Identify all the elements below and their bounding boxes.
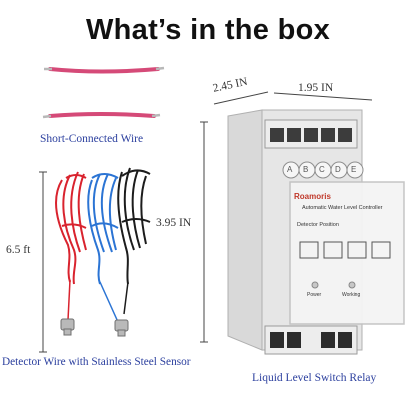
red-wire-coil [55, 171, 87, 321]
terminal-c: C [319, 165, 325, 174]
stainless-sensor-probes [60, 318, 129, 337]
power-label: Power [307, 292, 322, 298]
working-label: Working [342, 292, 361, 298]
relay-device [227, 109, 405, 355]
relay-caption: Liquid Level Switch Relay [252, 372, 377, 384]
wire-length-dimension [39, 171, 47, 353]
blue-wire-coil [87, 173, 119, 323]
device-brand: Roamoris [294, 192, 331, 201]
terminal-e: E [351, 165, 357, 174]
height-dimension-label: 3.95 IN [156, 217, 192, 229]
short-connected-wire-2 [42, 112, 161, 119]
detector-position-label: Detector Position [297, 222, 339, 228]
terminal-b: B [303, 165, 309, 174]
short-connected-wire-1 [44, 66, 165, 74]
wire-length-label: 6.5 ft [6, 244, 31, 256]
terminal-a: A [287, 165, 293, 174]
width-dimension-label: 1.95 IN [298, 82, 334, 94]
black-wire-coil [117, 167, 151, 315]
device-model-line: Automatic Water Level Controller [302, 205, 383, 211]
relay-dimension-lines [200, 91, 373, 343]
terminal-d: D [335, 165, 341, 174]
page-title: What’s in the box [85, 14, 331, 46]
detector-wire-caption: Detector Wire with Stainless Steel Senso… [2, 356, 191, 368]
short-wire-caption: Short-Connected Wire [40, 133, 144, 145]
